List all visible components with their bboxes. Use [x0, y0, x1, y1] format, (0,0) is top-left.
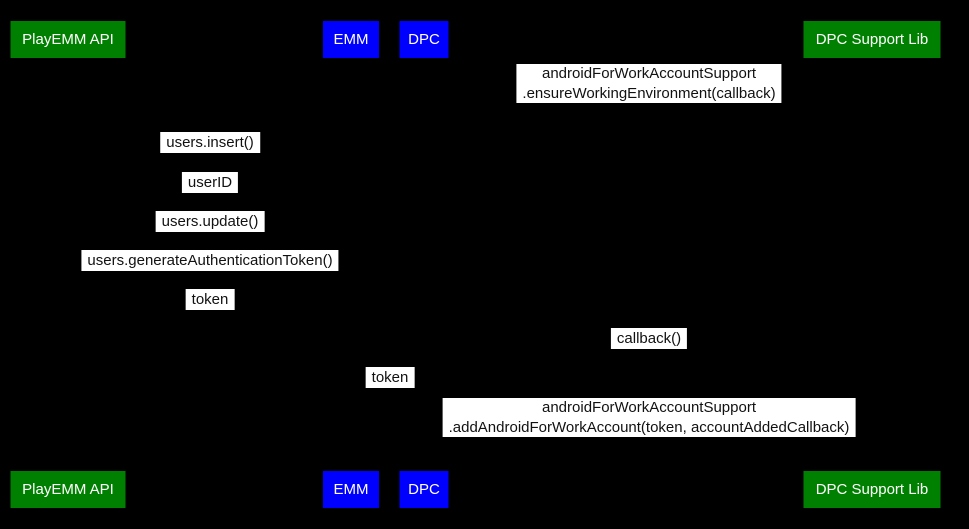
message-add-android-for-work-account: androidForWorkAccountSupport .addAndroid… — [442, 398, 856, 437]
message-users-update: users.update() — [155, 211, 265, 232]
actor-dpc-bottom: DPC — [399, 471, 449, 508]
actor-dpc-top: DPC — [399, 21, 449, 58]
actor-playemm-api-bottom: PlayEMM API — [10, 471, 126, 508]
message-generate-authentication-token: users.generateAuthenticationToken() — [81, 250, 339, 271]
actor-dpc-support-lib-top: DPC Support Lib — [803, 21, 941, 58]
message-token-to-emm: token — [185, 289, 235, 310]
message-callback: callback() — [610, 328, 688, 349]
message-ensure-working-environment: androidForWorkAccountSupport .ensureWork… — [516, 64, 782, 103]
actor-dpc-support-lib-bottom: DPC Support Lib — [803, 471, 941, 508]
actor-emm-top: EMM — [323, 21, 379, 58]
actor-emm-bottom: EMM — [323, 471, 379, 508]
message-token-to-dpc: token — [365, 367, 415, 388]
actor-playemm-api-top: PlayEMM API — [10, 21, 126, 58]
message-users-insert: users.insert() — [160, 132, 260, 153]
message-userid: userID — [181, 172, 239, 193]
